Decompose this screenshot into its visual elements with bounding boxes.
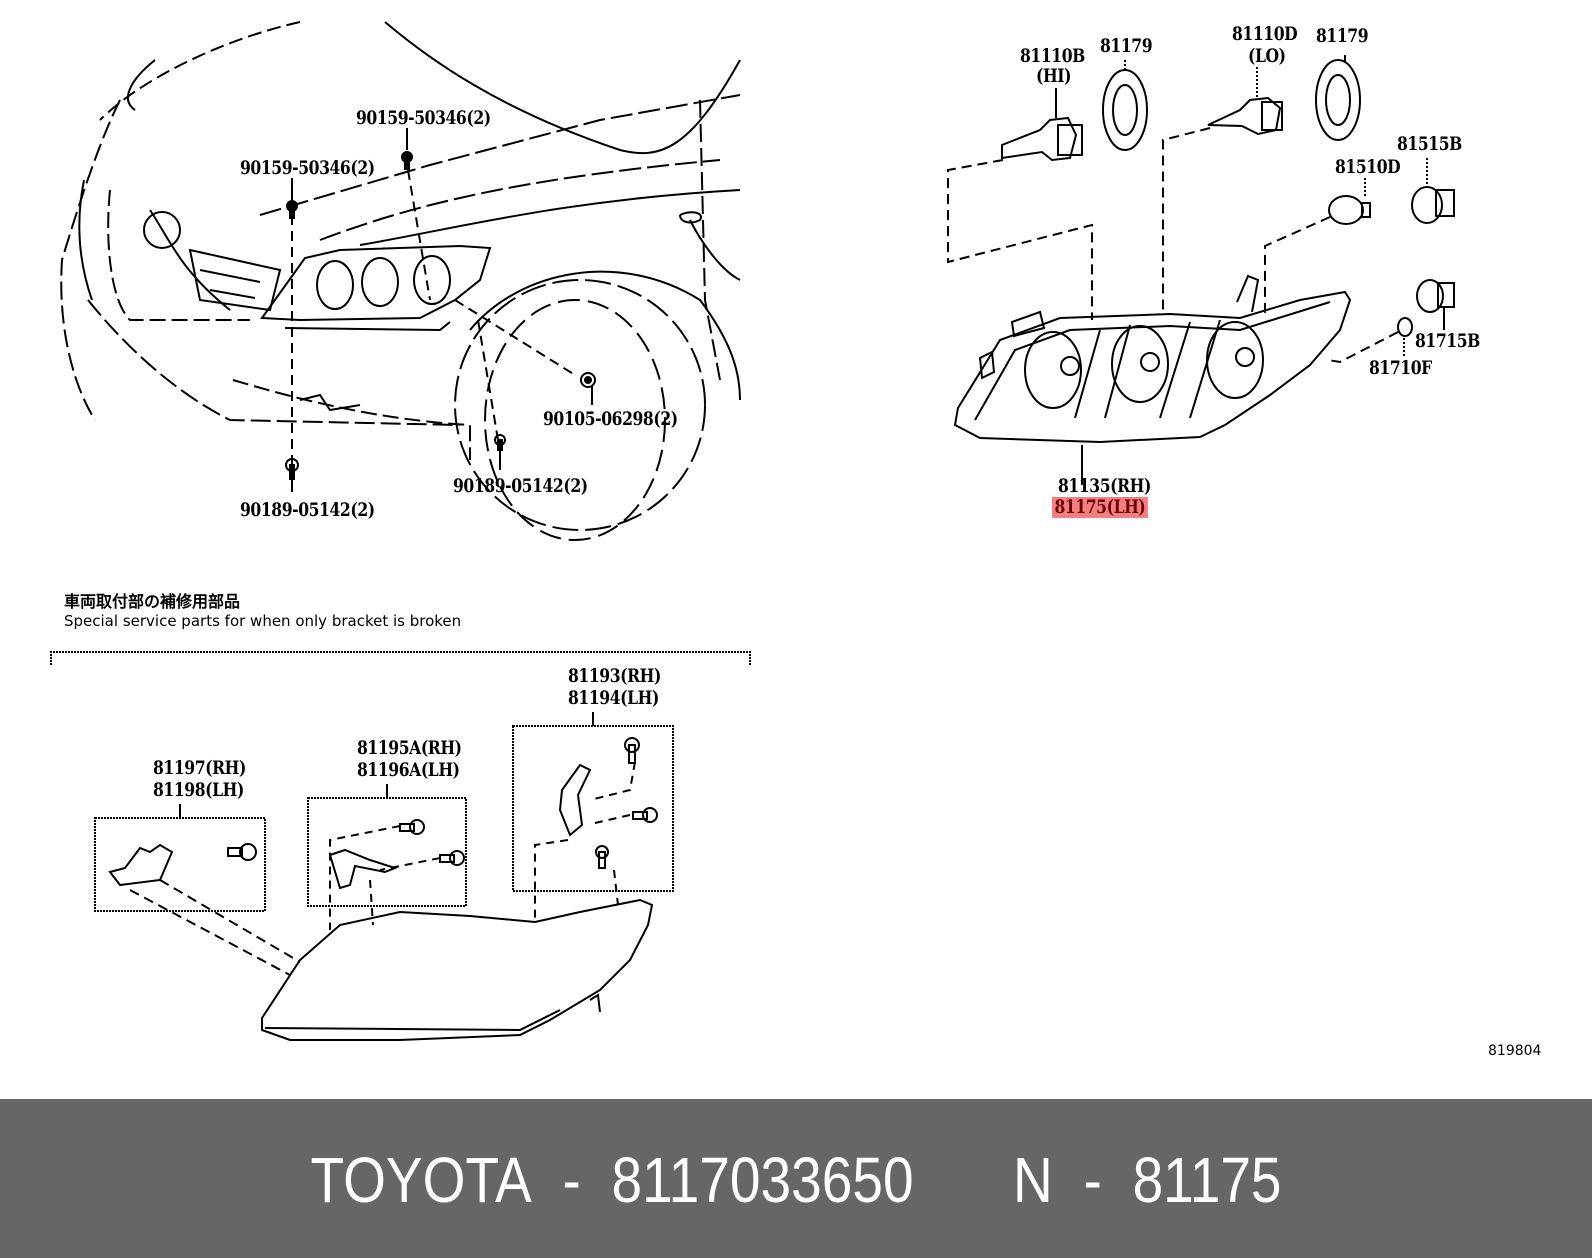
label-bulb-1[interactable]: 81510D xyxy=(1335,156,1401,178)
label-bulb-lo[interactable]: 81110D xyxy=(1232,23,1298,45)
label-bolt-upper-left[interactable]: 90159-50346(2) xyxy=(240,157,375,179)
service-title-jp: 車両取付部の補修用部品 xyxy=(64,592,241,611)
label-bolt-upper-center[interactable]: 90159-50346(2) xyxy=(356,107,491,129)
footer-part-info: TOYOTA - 8117033650 N - 81175 xyxy=(111,1148,1480,1212)
label-bulb-hi[interactable]: 81110B xyxy=(1020,45,1085,67)
label-socket-2[interactable]: 81715B xyxy=(1415,330,1480,352)
label-bracket-c-lh[interactable]: 81194(LH) xyxy=(568,687,659,709)
label-bracket-b-rh[interactable]: 81195A(RH) xyxy=(357,737,462,759)
service-title-en: Special service parts for when only brac… xyxy=(64,612,462,630)
label-bulb-hi-note: (HI) xyxy=(1036,65,1072,87)
label-cover-2[interactable]: 81179 xyxy=(1316,25,1369,47)
parts-diagram: 90159-50346(2) 90159-50346(2) 90105-0629… xyxy=(50,21,1542,1059)
figure-reference: 819804 xyxy=(1488,1043,1542,1059)
label-bracket-a-rh[interactable]: 81197(RH) xyxy=(153,757,246,779)
footer-band xyxy=(0,1099,1592,1258)
label-clip-lower-left[interactable]: 90189-05142(2) xyxy=(240,499,375,521)
service-bracket-diagram-icon xyxy=(50,651,751,1041)
footer-ref-number: 81175 xyxy=(1132,1144,1282,1216)
label-assembly-lh-highlighted[interactable]: 81175(LH) xyxy=(1052,497,1148,518)
line-drawing xyxy=(50,21,1455,1041)
label-cover-1[interactable]: 81179 xyxy=(1100,35,1153,57)
headlamp-exploded-icon xyxy=(947,55,1455,485)
label-screw-fender[interactable]: 90105-06298(2) xyxy=(543,408,678,430)
footer-sep: - xyxy=(1083,1144,1102,1216)
label-socket-1[interactable]: 81515B xyxy=(1397,133,1462,155)
label-bracket-c-rh[interactable]: 81193(RH) xyxy=(568,665,661,687)
label-bulb-lo-note: (LO) xyxy=(1248,45,1286,67)
footer-part-number: 8117033650 xyxy=(611,1144,914,1216)
label-bulb-2[interactable]: 81710F xyxy=(1369,357,1432,379)
label-bracket-b-lh[interactable]: 81196A(LH) xyxy=(357,759,460,781)
vehicle-front-icon xyxy=(60,21,741,541)
label-clip-lower-center[interactable]: 90189-05142(2) xyxy=(453,475,588,497)
footer-sep: - xyxy=(562,1144,581,1216)
footer-brand: TOYOTA xyxy=(310,1144,532,1216)
label-assembly-rh[interactable]: 81135(RH) xyxy=(1058,475,1151,497)
footer-prefix: N xyxy=(1012,1144,1053,1216)
label-bracket-a-lh[interactable]: 81198(LH) xyxy=(153,779,244,801)
